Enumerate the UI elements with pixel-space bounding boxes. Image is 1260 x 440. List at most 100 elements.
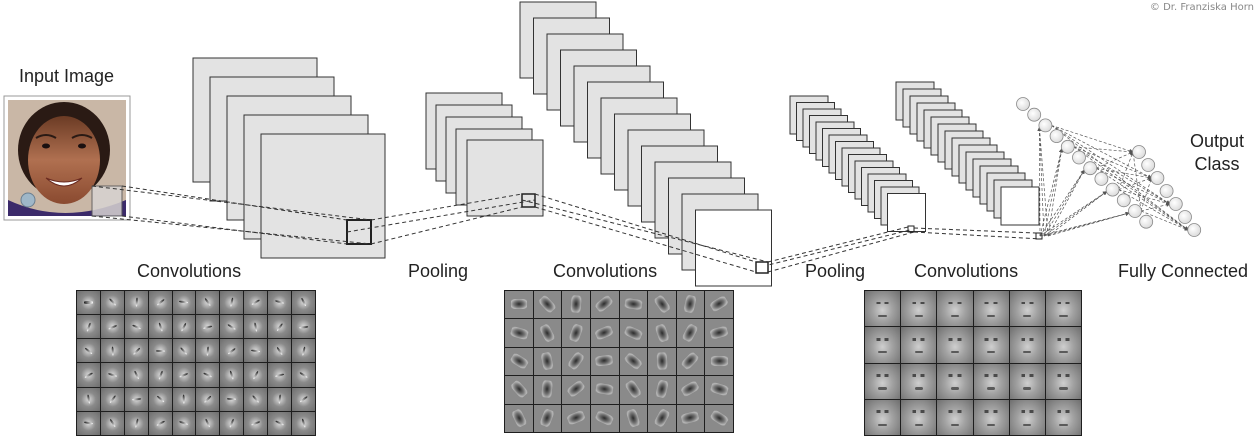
neuron xyxy=(1060,139,1075,154)
filter-visualization xyxy=(1009,363,1045,399)
filter-visualization xyxy=(172,387,196,411)
neuron xyxy=(1150,171,1165,185)
filter-visualization xyxy=(196,363,220,387)
filter-visualization xyxy=(676,291,705,319)
filter-visualization xyxy=(77,315,100,339)
pool2-feature-maps xyxy=(789,95,926,232)
filter-visualization xyxy=(705,404,733,432)
filter-visualization xyxy=(100,315,124,339)
conv3-kernel-box xyxy=(1035,232,1043,240)
filter-visualization xyxy=(619,291,648,319)
filter-visualization xyxy=(1009,327,1045,363)
filter-visualization xyxy=(268,363,292,387)
fc-arrow xyxy=(1096,167,1153,180)
filter-visualization xyxy=(100,339,124,363)
neuron xyxy=(1094,171,1109,186)
neuron xyxy=(1038,118,1053,133)
filter-visualization xyxy=(533,376,562,404)
conv3-feature-maps xyxy=(895,81,1040,226)
fc-arrow xyxy=(1039,169,1085,237)
filter-visualization xyxy=(619,404,648,432)
filter-visualization xyxy=(590,347,619,376)
neuron xyxy=(1139,214,1154,229)
filter-visualization xyxy=(648,376,676,404)
fc-arrow xyxy=(1037,126,1049,237)
label-pool2: Pooling xyxy=(805,261,866,281)
fc-arrow xyxy=(1047,191,1108,237)
fc-arrow xyxy=(1096,167,1171,205)
input-image xyxy=(3,95,131,221)
filter-visualization xyxy=(244,339,268,363)
pool1-feature-maps xyxy=(425,92,544,217)
filter-visualization xyxy=(901,363,937,399)
filter-visualization xyxy=(172,291,196,315)
filter-visualization xyxy=(124,315,148,339)
filter-visualization xyxy=(562,319,590,347)
filter-visualization xyxy=(268,291,292,315)
filter-visualization xyxy=(196,387,220,411)
filter-visualization xyxy=(148,363,172,387)
fc-arrow xyxy=(1047,169,1085,237)
filter-visualization xyxy=(676,404,705,432)
filter-visualization xyxy=(220,291,244,315)
filter-visualization xyxy=(124,411,148,435)
mid-level-facial-part-filters xyxy=(504,290,734,433)
filter-visualization xyxy=(505,376,533,404)
fc-arrow xyxy=(1037,126,1042,237)
credit-text: © Dr. Franziska Horn xyxy=(1149,2,1254,13)
fc-arrow xyxy=(1039,148,1063,237)
filter-visualization xyxy=(562,291,590,319)
filter-visualization xyxy=(77,339,100,363)
filter-visualization xyxy=(172,363,196,387)
filter-visualization xyxy=(648,319,676,347)
fc-arrow xyxy=(1051,125,1153,179)
filter-visualization xyxy=(505,404,533,432)
filter-visualization xyxy=(148,387,172,411)
fc-arrow xyxy=(1043,169,1085,237)
filter-visualization xyxy=(533,291,562,319)
neuron xyxy=(1128,204,1142,218)
filter-visualization xyxy=(124,363,148,387)
conv2-kernel-box xyxy=(755,261,769,274)
filter-visualization xyxy=(268,315,292,339)
filter-visualization xyxy=(220,387,244,411)
feature-map xyxy=(1000,186,1040,226)
fc-arrow xyxy=(1051,125,1189,231)
filter-visualization xyxy=(220,411,244,435)
feature-map xyxy=(466,139,544,217)
filter-visualization xyxy=(865,363,901,399)
fc-hidden-layer xyxy=(1016,97,1154,229)
feature-map xyxy=(887,193,926,232)
filter-visualization xyxy=(619,319,648,347)
neuron xyxy=(1083,161,1098,176)
filter-visualization xyxy=(705,319,733,347)
filter-visualization xyxy=(973,291,1009,327)
neuron xyxy=(1141,158,1156,172)
fc-arrow xyxy=(1073,146,1153,179)
filter-visualization xyxy=(148,339,172,363)
filter-visualization xyxy=(172,411,196,435)
conv1-feature-maps xyxy=(192,57,386,259)
filter-visualization xyxy=(77,411,100,435)
fc-arrow xyxy=(1140,177,1153,212)
filter-visualization xyxy=(220,339,244,363)
fc-arrow xyxy=(1118,189,1171,206)
conv2-feature-maps xyxy=(519,1,772,287)
neuron xyxy=(1178,210,1192,224)
filter-visualization xyxy=(705,376,733,404)
filter-visualization xyxy=(705,291,733,319)
filter-visualization xyxy=(590,376,619,404)
neuron xyxy=(1072,150,1086,165)
filter-visualization xyxy=(220,363,244,387)
filter-visualization xyxy=(292,291,315,315)
filter-visualization xyxy=(1045,399,1081,435)
label-pool1: Pooling xyxy=(408,261,469,281)
filter-visualization xyxy=(865,291,901,327)
label-conv3: Convolutions xyxy=(914,261,1019,281)
label-conv1: Convolutions xyxy=(137,261,242,281)
filter-visualization xyxy=(292,363,315,387)
fc-arrow xyxy=(1051,125,1134,153)
fc-arrow xyxy=(1051,125,1171,205)
filter-visualization xyxy=(937,291,973,327)
neuron xyxy=(1105,182,1120,197)
